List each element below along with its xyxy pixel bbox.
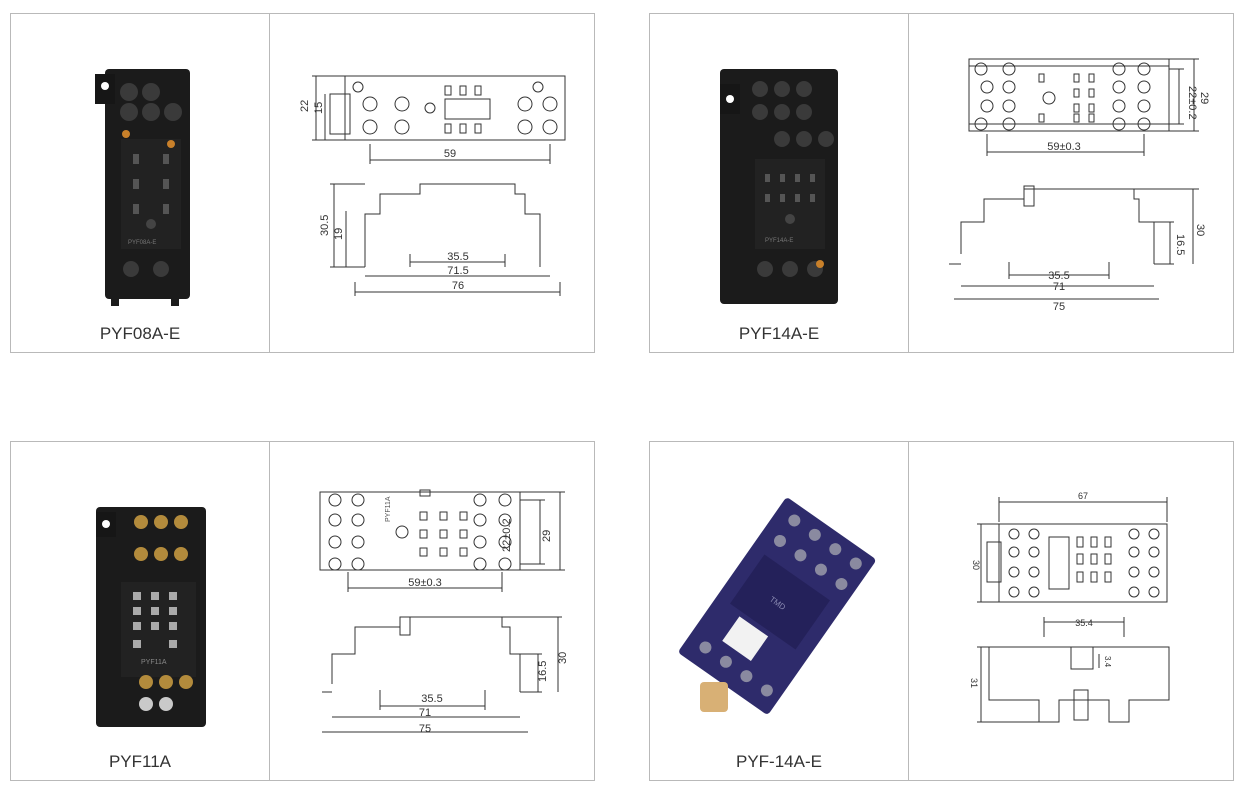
dim-total-width: 76 xyxy=(452,280,464,292)
dim-side-height-total: 30 xyxy=(1194,224,1206,236)
dim-height-inner: 15 xyxy=(313,102,325,114)
dimension-drawing-cell: 22 15 59 30.5 19 35.5 71.5 76 xyxy=(270,14,595,352)
dim-height-total: 22 xyxy=(299,100,311,112)
product-card-pyf14a-e: PYF14A-E PYF14A-E xyxy=(649,13,1234,353)
model-name: PYF14A-E xyxy=(738,324,820,343)
socket-marking: PYF11A xyxy=(141,659,167,666)
cell-divider xyxy=(908,14,909,352)
socket-marking: PYF08A-E xyxy=(128,240,156,246)
dim-height-total: 29 xyxy=(541,530,553,542)
product-photo-cell: PYF14A-E PYF14A-E xyxy=(650,14,908,352)
dim-side-height: 16.5 xyxy=(537,661,549,682)
product-photo-cell: PYF11A PYF11A xyxy=(11,442,269,780)
relay-socket-photo: PYF08A-E xyxy=(95,69,190,306)
dimension-drawing: 22 15 59 30.5 19 35.5 71.5 76 xyxy=(299,75,566,296)
dim-small-height: 3.4 xyxy=(1103,656,1112,668)
dimension-drawing-cell: 22±0.2 29 59±0.3 30 16.5 35.5 71 75 xyxy=(909,14,1234,352)
model-name: PYF-14A-E xyxy=(736,752,822,771)
dim-inner-width: 35.5 xyxy=(447,251,468,263)
relay-socket-photo: TMD xyxy=(679,498,876,714)
dim-height-inner: 22±0.2 xyxy=(1186,86,1198,120)
product-card-pyf11a: PYF11A PYF11A xyxy=(10,441,595,781)
dimension-drawing: PYF11A 22±0.2 29 59±0.3 30 16.5 35.5 71 … xyxy=(319,489,569,735)
dim-height-total: 30 xyxy=(971,560,981,570)
cell-divider xyxy=(908,442,909,780)
model-name: PYF08A-E xyxy=(99,324,181,343)
dimension-drawing-cell: 67 30 35.4 3.4 31 xyxy=(909,442,1234,780)
dimension-drawing: 67 30 35.4 3.4 31 xyxy=(969,491,1170,723)
product-photo-cell: PYF08A-E PYF08A-E xyxy=(11,14,269,352)
dim-side-height: 19 xyxy=(333,228,345,240)
socket-marking: PYF14A-E xyxy=(765,238,793,244)
dimension-drawing-cell: PYF11A 22±0.2 29 59±0.3 30 16.5 35.5 71 … xyxy=(270,442,595,780)
dim-width-top: 67 xyxy=(1078,491,1088,501)
dim-side-height-total: 30.5 xyxy=(319,215,331,236)
cell-divider xyxy=(269,14,270,352)
relay-socket-photo: PYF11A xyxy=(96,507,206,727)
dim-width-top: 59 xyxy=(444,148,456,160)
product-card-pyf-14a-e: TMD PYF-14A-E xyxy=(649,441,1234,781)
dim-mid-width: 71 xyxy=(419,707,431,719)
product-photo-cell: TMD PYF-14A-E xyxy=(650,442,908,780)
dim-inner-width: 35.4 xyxy=(1075,618,1093,628)
dim-width-top: 59±0.3 xyxy=(408,577,442,589)
dim-height-inner: 22±0.2 xyxy=(501,518,513,552)
dim-total-width: 75 xyxy=(1053,301,1065,313)
cell-divider xyxy=(269,442,270,780)
dim-side-height: 16.5 xyxy=(1174,234,1186,255)
dim-total-width: 75 xyxy=(419,723,431,735)
dim-inner-width: 35.5 xyxy=(1048,270,1069,282)
dim-width-top: 59±0.3 xyxy=(1047,141,1081,153)
drawing-marking: PYF11A xyxy=(385,496,392,522)
dim-inner-width: 35.5 xyxy=(421,693,442,705)
model-name: PYF11A xyxy=(108,752,172,771)
dim-height-total: 29 xyxy=(1198,92,1210,104)
relay-socket-photo: PYF14A-E xyxy=(720,69,838,304)
dim-side-height-total: 31 xyxy=(969,678,979,688)
dim-mid-width: 71.5 xyxy=(447,265,468,277)
dim-side-height-total: 30 xyxy=(557,652,569,664)
product-card-pyf08a-e: PYF08A-E PYF08A-E xyxy=(10,13,595,353)
dim-mid-width: 71 xyxy=(1053,281,1065,293)
dimension-drawing: 22±0.2 29 59±0.3 30 16.5 35.5 71 75 xyxy=(949,58,1210,313)
